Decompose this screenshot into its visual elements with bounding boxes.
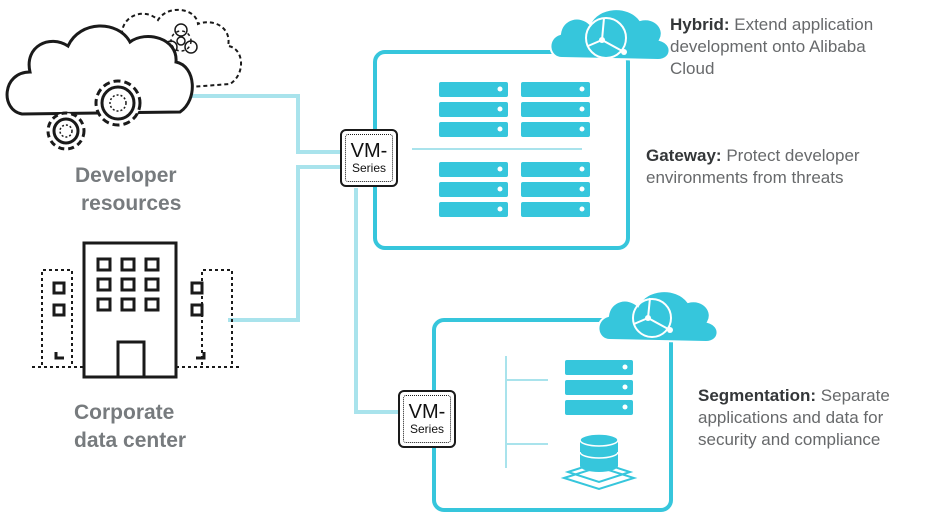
server-rack-icon (439, 82, 590, 217)
corporate-data-center-label: Corporate data center (74, 399, 186, 455)
alibaba-cloud-icon (549, 8, 671, 62)
database-icon (560, 433, 638, 491)
hybrid-gateway-vpc (373, 50, 630, 250)
segmentation-description: Segmentation: Separate applications and … (698, 385, 890, 451)
gateway-line2: environments from threats (646, 168, 844, 187)
connector-lines (190, 94, 398, 414)
segmentation-vpc (432, 318, 673, 512)
connector-datacenter (228, 165, 340, 322)
gateway-line1: Protect developer (726, 146, 860, 165)
vm-series-label-top: VM- (350, 140, 388, 162)
hybrid-term: Hybrid: (670, 15, 730, 34)
developer-label-line2: resources (81, 192, 182, 215)
vm-series-firewall-icon: VM- Series (398, 390, 456, 448)
developer-label-line1: Developer (75, 164, 177, 187)
datacenter-label-line2: data center (74, 429, 187, 452)
hybrid-description: Hybrid: Extend application development o… (670, 14, 873, 80)
office-building-icon (32, 241, 242, 379)
alibaba-cloud-icon (597, 290, 719, 344)
vm-series-label-bottom: Series (351, 161, 386, 175)
hybrid-line3: Cloud (670, 59, 715, 78)
server-rack-icon (565, 360, 633, 415)
connector-vm-to-segment (354, 188, 398, 414)
gateway-description: Gateway: Protect developer environments … (646, 145, 860, 189)
gateway-term: Gateway: (646, 146, 722, 165)
vm-series-label-bottom: Series (409, 422, 444, 436)
segmentation-line2: applications and data for (698, 408, 884, 427)
hybrid-line1: Extend application (734, 15, 874, 34)
developer-resources-label: Developer resources (75, 162, 181, 218)
hybrid-line2: development onto Alibaba (670, 37, 866, 56)
cloud-gears-icon (5, 24, 194, 151)
segmentation-term: Segmentation: (698, 386, 817, 405)
vm-series-label-top: VM- (408, 401, 446, 423)
vm-series-firewall-icon: VM- Series (340, 129, 398, 187)
connector-developer (190, 94, 340, 154)
datacenter-label-line1: Corporate (74, 401, 175, 424)
segmentation-line1: Separate (820, 386, 890, 405)
segmentation-line3: security and compliance (698, 430, 881, 449)
